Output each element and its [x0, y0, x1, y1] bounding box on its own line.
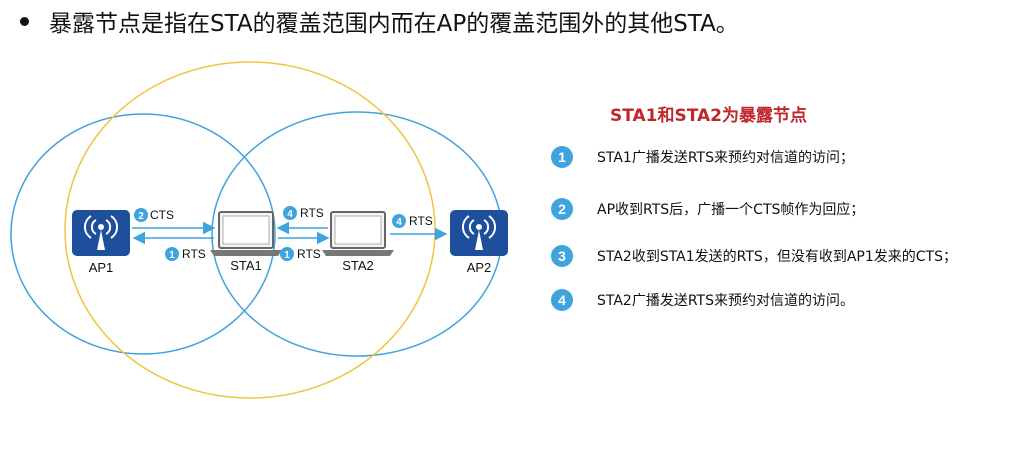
ap1-label: AP1 [89, 260, 114, 275]
heading-text: 暴露节点是指在STA的覆盖范围内而在AP的覆盖范围外的其他STA。 [49, 11, 739, 37]
ap1-coverage-circle [10, 113, 276, 355]
ap2-icon [450, 210, 508, 256]
sta1-laptop-icon [210, 211, 282, 256]
ap2-label: AP2 [467, 260, 492, 275]
rts-mid-up-label: RTS [300, 206, 324, 220]
svg-text:2: 2 [138, 211, 144, 222]
panel-title: STA1和STA2为暴露节点 [610, 106, 808, 126]
rts-right-label: RTS [409, 214, 433, 228]
sta2-label: STA2 [342, 258, 374, 273]
rts-right-badge: 4 [392, 214, 406, 228]
step-number-badge: 1 [551, 146, 573, 168]
sta2-laptop-icon [322, 211, 394, 256]
step-number-badge: 4 [551, 289, 573, 311]
step-number-badge: 3 [551, 245, 573, 267]
svg-text:4: 4 [396, 217, 402, 228]
cts-badge: 2 [134, 208, 148, 222]
rts-mid-up-badge: 4 [283, 206, 297, 220]
svg-text:1: 1 [284, 250, 290, 261]
rts-mid-low-badge: 1 [280, 247, 294, 261]
ap1-icon [72, 210, 130, 256]
bullet-dot-icon [20, 16, 29, 26]
step-text: STA2广播发送RTS来预约对信道的访问。 [597, 293, 854, 309]
step-text: STA1广播发送RTS来预约对信道的访问； [597, 150, 854, 166]
step-item: 1 STA1广播发送RTS来预约对信道的访问； [551, 146, 854, 168]
svg-text:4: 4 [287, 209, 293, 220]
step-number-badge: 2 [551, 198, 573, 220]
rts-left-badge: 1 [165, 247, 179, 261]
heading-bullet: 暴露节点是指在STA的覆盖范围内而在AP的覆盖范围外的其他STA。 [14, 4, 739, 38]
step-text: STA2收到STA1发送的RTS，但没有收到AP1发来的CTS； [597, 249, 957, 265]
rts-left-label: RTS [182, 247, 206, 261]
sta1-label: STA1 [230, 258, 262, 273]
rts-mid-low-label: RTS [297, 247, 321, 261]
step-item: 2 AP收到RTS后，广播一个CTS帧作为回应； [551, 198, 864, 220]
cts-label: CTS [150, 208, 174, 222]
step-item: 4 STA2广播发送RTS来预约对信道的访问。 [551, 289, 854, 311]
step-item: 3 STA2收到STA1发送的RTS，但没有收到AP1发来的CTS； [551, 245, 957, 267]
step-text: AP收到RTS后，广播一个CTS帧作为回应； [597, 202, 865, 218]
svg-text:1: 1 [169, 250, 175, 261]
